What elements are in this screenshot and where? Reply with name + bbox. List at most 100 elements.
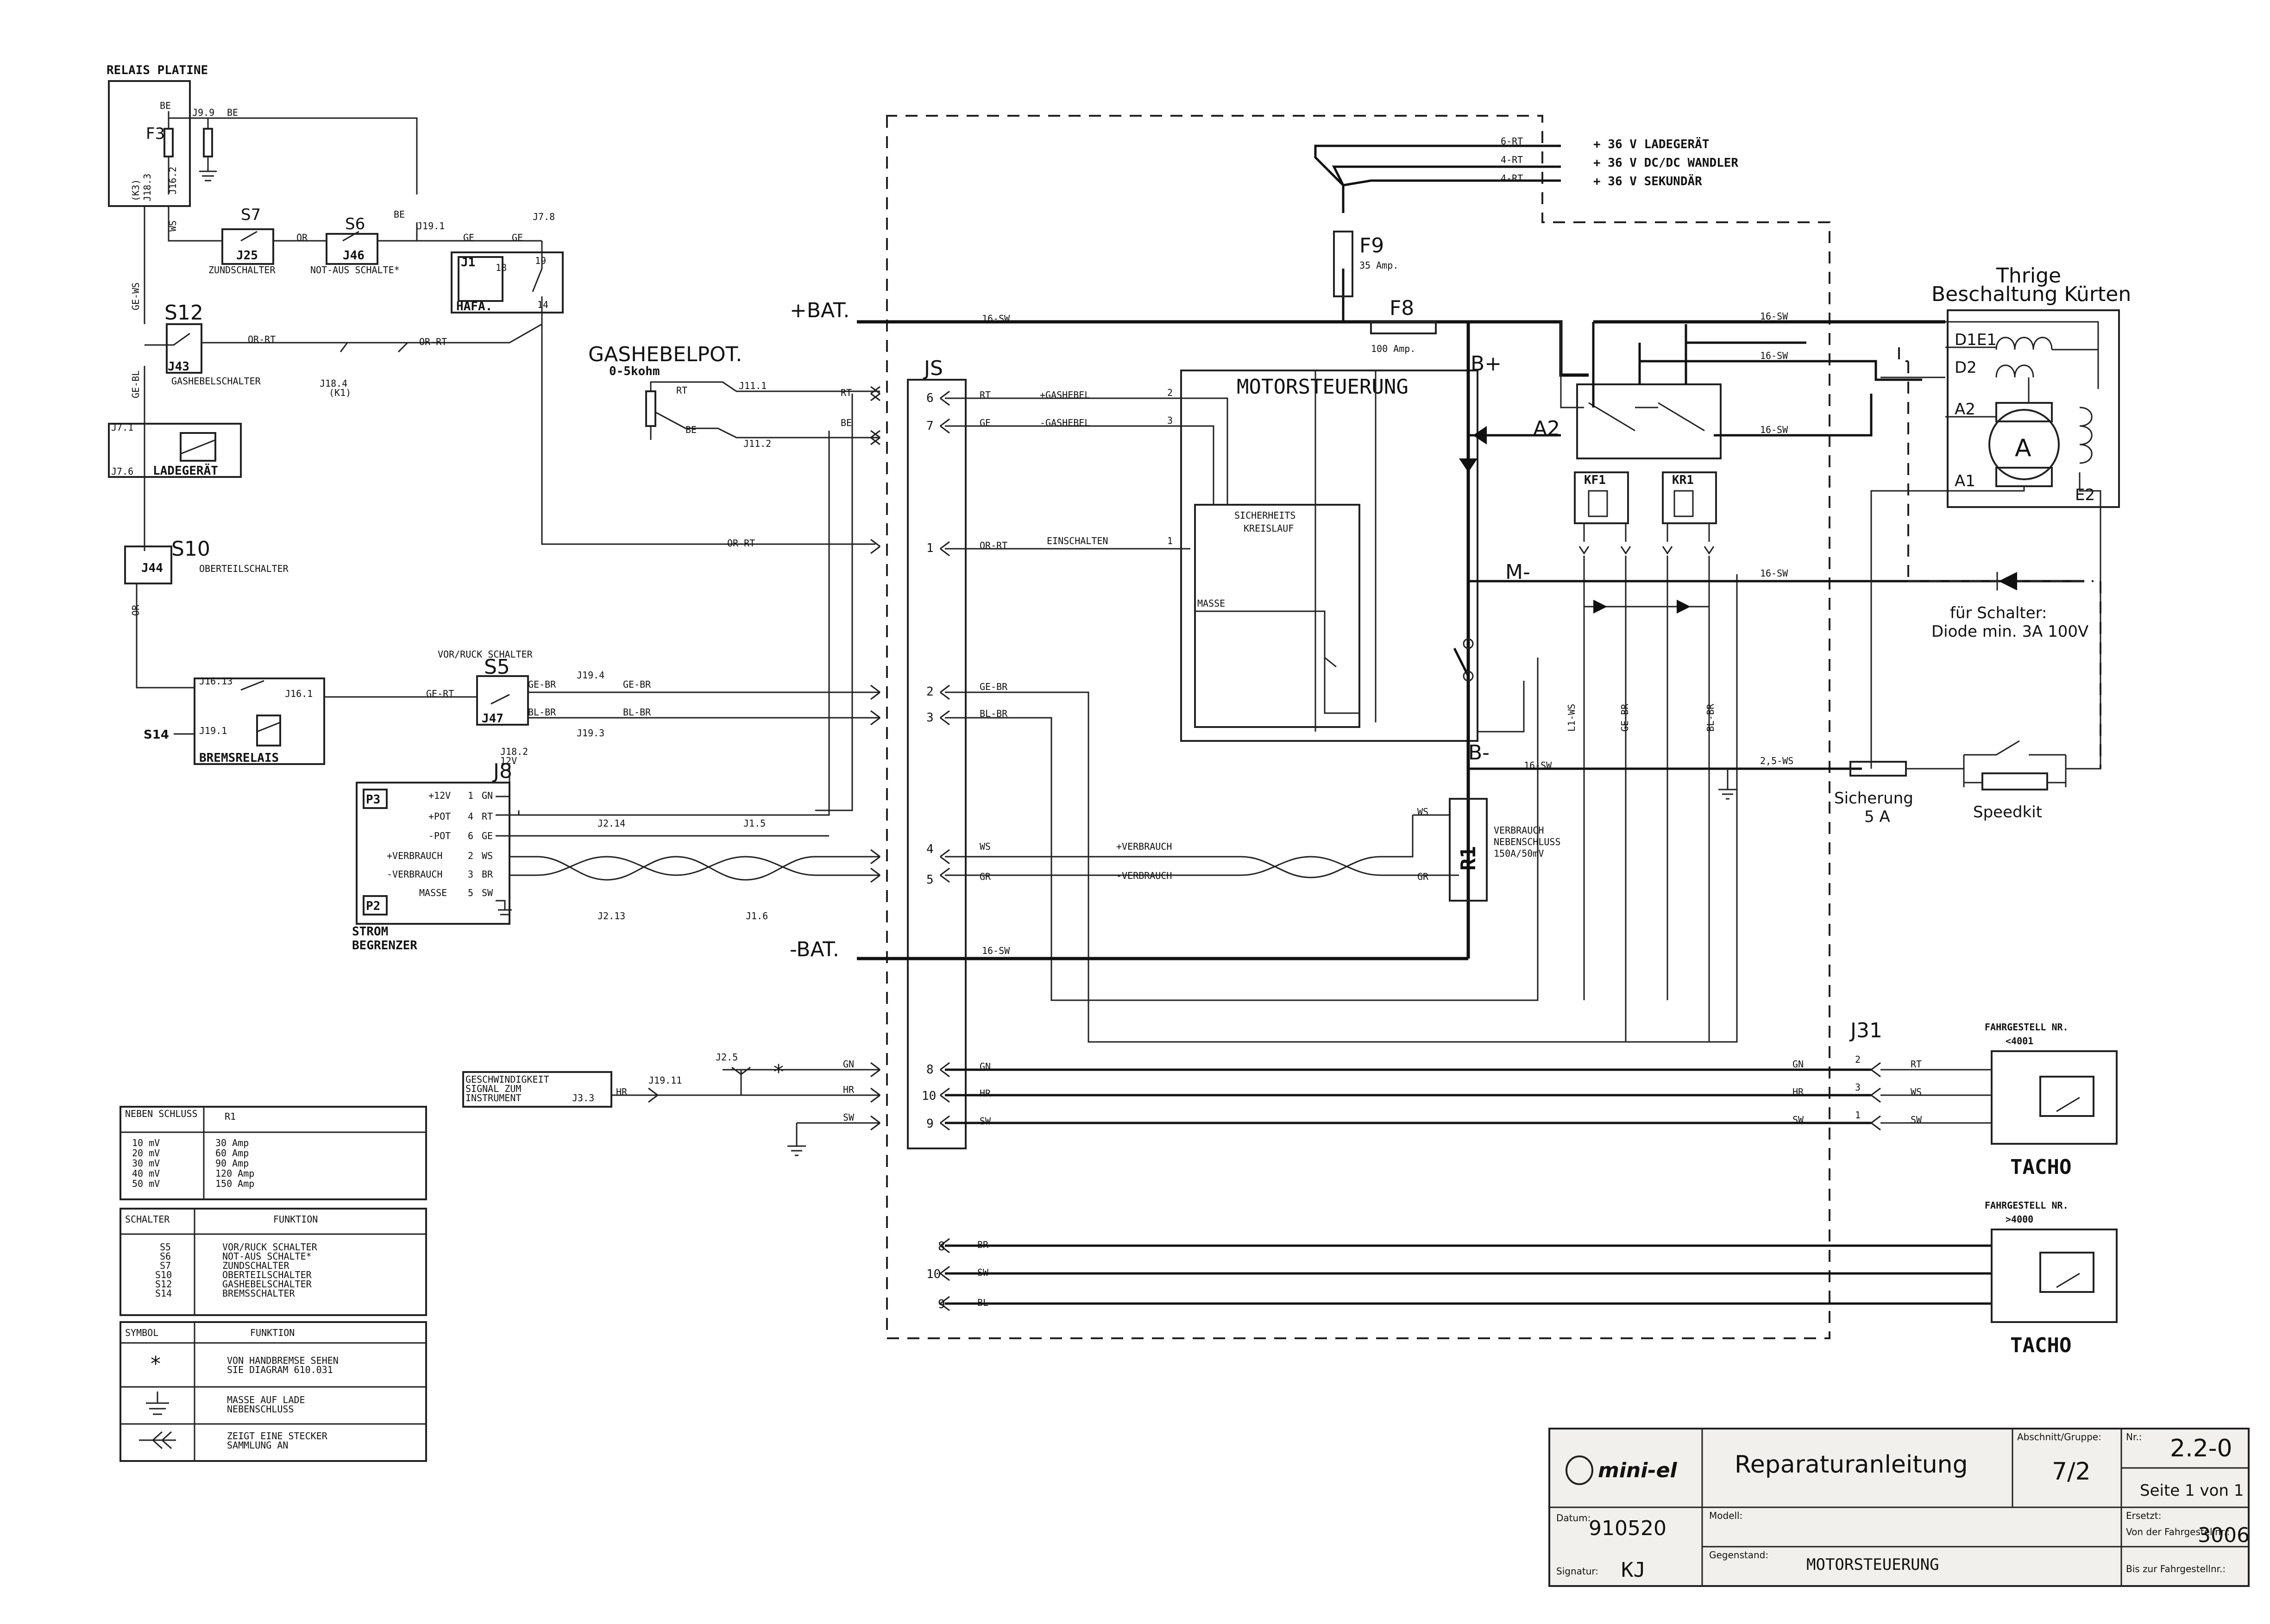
svg-text:16-SW: 16-SW xyxy=(1524,760,1552,771)
svg-text:BE: BE xyxy=(841,417,852,428)
svg-text:BL: BL xyxy=(977,1297,988,1308)
svg-text:12V: 12V xyxy=(500,755,517,766)
s5-switch xyxy=(476,675,529,726)
svg-text:Modell:: Modell: xyxy=(1709,1510,1742,1521)
svg-text:ZEIGT EINE STECKER: ZEIGT EINE STECKER xyxy=(227,1430,328,1442)
svg-text:KR1: KR1 xyxy=(1672,473,1694,487)
svg-text:30 mV: 30 mV xyxy=(132,1158,160,1169)
svg-text:KJ: KJ xyxy=(1621,1558,1646,1582)
svg-text:910520: 910520 xyxy=(1589,1517,1666,1540)
svg-text:100 Amp.: 100 Amp. xyxy=(1371,343,1415,354)
svg-text:NEBENSCHLUSS: NEBENSCHLUSS xyxy=(1494,836,1561,847)
svg-text:GR: GR xyxy=(1417,871,1429,882)
svg-text:0-5kohm: 0-5kohm xyxy=(609,364,660,378)
svg-text:R1: R1 xyxy=(225,1111,236,1122)
svg-text:KREISLAUF: KREISLAUF xyxy=(1244,523,1294,534)
svg-text:9: 9 xyxy=(938,1298,945,1311)
svg-text:3: 3 xyxy=(926,711,934,725)
svg-text:35 Amp.: 35 Amp. xyxy=(1359,260,1398,271)
s12-switch xyxy=(166,323,202,374)
svg-text:FUNKTION: FUNKTION xyxy=(250,1327,295,1338)
kf1-relay xyxy=(1574,471,1629,524)
svg-text:J1.6: J1.6 xyxy=(746,910,768,922)
svg-text:F8: F8 xyxy=(1390,296,1414,320)
svg-text:BR: BR xyxy=(977,1239,989,1250)
relais-box xyxy=(108,80,191,207)
svg-text:GE-WS: GE-WS xyxy=(130,282,141,310)
svg-text:1: 1 xyxy=(1167,535,1173,546)
svg-text:A: A xyxy=(2015,434,2031,462)
svg-text:16-SW: 16-SW xyxy=(982,945,1010,956)
svg-text:+VERBRAUCH: +VERBRAUCH xyxy=(387,850,442,861)
svg-text:SIGNAL ZUM: SIGNAL ZUM xyxy=(465,1083,521,1094)
svg-text:GR: GR xyxy=(980,871,991,882)
svg-text:OR: OR xyxy=(130,604,141,616)
f8-fuse xyxy=(1370,321,1437,334)
svg-text:FUNKTION: FUNKTION xyxy=(273,1214,318,1225)
relais-title: RELAIS PLATINE xyxy=(107,63,208,77)
svg-text:Beschaltung Kürten: Beschaltung Kürten xyxy=(1931,282,2131,306)
svg-text:BL-BR: BL-BR xyxy=(528,707,556,718)
svg-text:VERBRAUCH: VERBRAUCH xyxy=(1494,825,1544,836)
svg-text:+ 36 V DC/DC WANDLER: + 36 V DC/DC WANDLER xyxy=(1593,156,1738,170)
svg-text:SW: SW xyxy=(843,1112,855,1123)
svg-text:VON HANDBREMSE SEHEN: VON HANDBREMSE SEHEN xyxy=(227,1355,339,1366)
svg-text:ZUNDSCHALTER: ZUNDSCHALTER xyxy=(208,264,276,276)
svg-text:J31: J31 xyxy=(1849,1019,1882,1042)
svg-text:<4001: <4001 xyxy=(2006,1035,2033,1047)
s7-switch xyxy=(221,228,274,265)
svg-text:+12V: +12V xyxy=(428,790,451,801)
svg-text:VOR/RUCK SCHALTER: VOR/RUCK SCHALTER xyxy=(222,1242,318,1253)
svg-text:SW: SW xyxy=(482,887,493,898)
svg-text:+GASHEBEL: +GASHEBEL xyxy=(1040,389,1090,401)
svg-text:STROM: STROM xyxy=(352,925,388,939)
svg-text:S10: S10 xyxy=(171,537,210,561)
svg-text:TACHO: TACHO xyxy=(2010,1334,2071,1357)
table-nebenschluss xyxy=(119,1106,427,1200)
svg-text:4: 4 xyxy=(468,811,473,822)
svg-text:J16.2: J16.2 xyxy=(167,167,178,194)
svg-text:S12: S12 xyxy=(155,1279,172,1290)
svg-text:SYMBOL: SYMBOL xyxy=(125,1327,158,1338)
svg-text:ZUNDSCHALTER: ZUNDSCHALTER xyxy=(222,1260,289,1271)
svg-text:B+: B+ xyxy=(1471,352,1502,376)
svg-text:P3: P3 xyxy=(366,793,380,807)
svg-text:RT: RT xyxy=(482,811,493,822)
svg-text:6: 6 xyxy=(926,391,934,405)
svg-text:BR: BR xyxy=(482,869,493,880)
svg-text:TACHO: TACHO xyxy=(2010,1155,2071,1179)
ground-icon xyxy=(146,1392,169,1415)
svg-text:S14: S14 xyxy=(144,728,169,742)
svg-text:Abschnitt/Gruppe:: Abschnitt/Gruppe: xyxy=(2017,1431,2101,1442)
svg-text:2: 2 xyxy=(468,850,473,861)
gashebel-poti xyxy=(645,390,656,427)
svg-text:WS: WS xyxy=(482,850,493,861)
svg-text:NOT-AUS SCHALTE*: NOT-AUS SCHALTE* xyxy=(222,1251,312,1262)
svg-text:(K3): (K3) xyxy=(130,179,141,201)
svg-text:20 mV: 20 mV xyxy=(132,1147,160,1159)
contactor-bridge xyxy=(1576,383,1722,459)
svg-text:J16.1: J16.1 xyxy=(285,688,313,699)
svg-text:150A/50mV: 150A/50mV xyxy=(1494,848,1544,859)
svg-text:SAMMLUNG AN: SAMMLUNG AN xyxy=(227,1440,288,1451)
svg-text:S5: S5 xyxy=(160,1242,171,1253)
svg-text:RT: RT xyxy=(1911,1059,1922,1070)
svg-text:OBERTEILSCHALTER: OBERTEILSCHALTER xyxy=(199,563,289,574)
svg-text:J43: J43 xyxy=(168,360,189,374)
svg-text:OBERTEILSCHALTER: OBERTEILSCHALTER xyxy=(222,1269,312,1280)
svg-text:S7: S7 xyxy=(241,206,261,224)
svg-text:1: 1 xyxy=(926,541,934,555)
svg-text:+ 36 V LADEGERÄT: + 36 V LADEGERÄT xyxy=(1593,137,1709,151)
r1-shunt xyxy=(1449,798,1488,902)
svg-text:J18.3: J18.3 xyxy=(142,174,153,201)
svg-text:16-SW: 16-SW xyxy=(982,313,1010,324)
svg-text:J7.8: J7.8 xyxy=(533,211,555,222)
svg-text:BE: BE xyxy=(394,209,405,220)
svg-text:S10: S10 xyxy=(155,1269,172,1280)
svg-text:9: 9 xyxy=(926,1117,934,1131)
svg-text:L1-WS: L1-WS xyxy=(1566,704,1577,732)
f3-fuse xyxy=(163,128,174,157)
connector-icon xyxy=(139,1431,176,1449)
svg-text:16-SW: 16-SW xyxy=(1760,350,1788,361)
